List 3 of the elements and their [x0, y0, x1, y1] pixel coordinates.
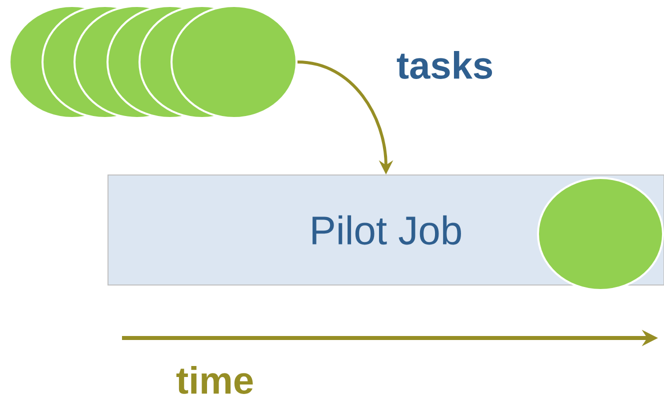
- text-label: time: [176, 366, 253, 394]
- text-label: tasks: [396, 51, 492, 79]
- task-circle: [537, 177, 664, 291]
